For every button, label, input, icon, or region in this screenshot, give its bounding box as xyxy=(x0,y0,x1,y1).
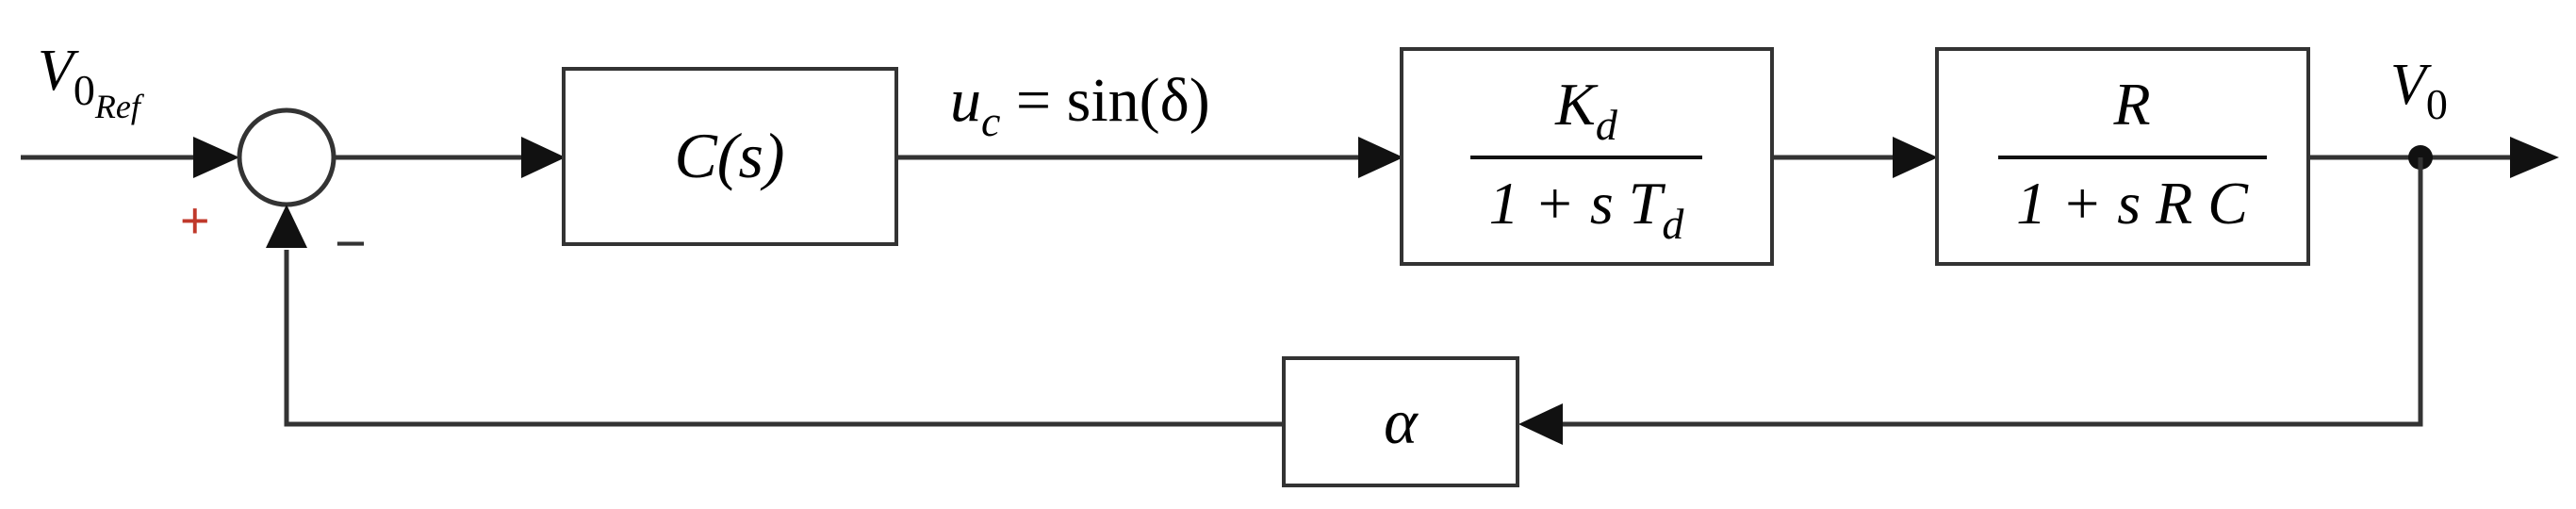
summing-junction xyxy=(237,107,336,207)
feedback-label: α xyxy=(1384,386,1419,457)
error-arrowhead xyxy=(521,137,566,178)
minus-sign: − xyxy=(335,213,367,274)
control-signal-label: uc = sin(δ) xyxy=(950,66,1210,145)
feedback-junction-arrowhead xyxy=(266,205,307,248)
reference-input-label: V0Ref xyxy=(38,39,145,125)
output-label: V0 xyxy=(2390,53,2448,128)
plus-sign: + xyxy=(180,192,210,249)
controller-label: C(s) xyxy=(674,120,784,191)
control-signal-arrowhead xyxy=(1358,137,1403,178)
input-arrowhead xyxy=(193,137,239,178)
feedback-block xyxy=(1282,356,1519,487)
drive-output-arrowhead xyxy=(1893,137,1938,178)
feedback-line-left xyxy=(284,250,1284,427)
drive-denominator: 1 + s Td xyxy=(1489,170,1685,248)
drive-numerator: Kd xyxy=(1554,71,1618,149)
controller-block xyxy=(562,67,898,246)
feedback-arrowhead xyxy=(1518,403,1563,445)
plant-numerator: R xyxy=(2112,71,2150,138)
plant-denominator: 1 + s R C xyxy=(2016,170,2249,237)
feedback-line-right xyxy=(1560,157,2423,427)
output-arrowhead xyxy=(2510,137,2559,178)
